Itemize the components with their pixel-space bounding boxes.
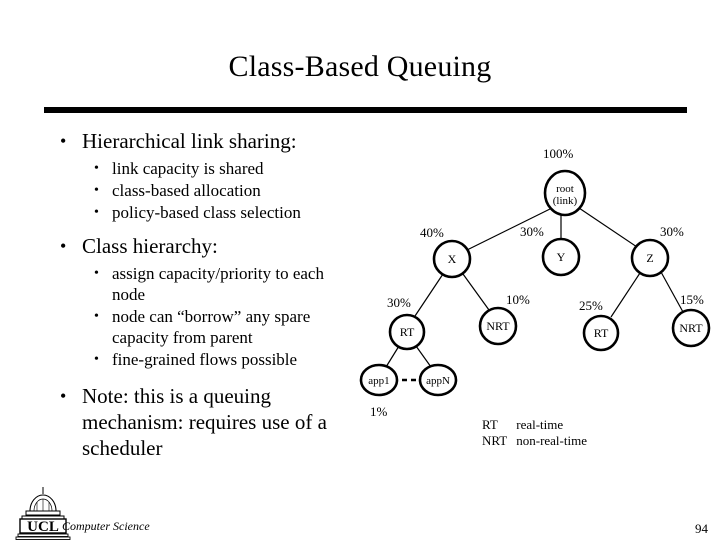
tree-node-y[interactable]: Y <box>541 237 581 277</box>
tree-node-shape <box>630 238 670 278</box>
tree-percentage-label: 10% <box>506 292 530 307</box>
page-number: 94 <box>695 521 708 536</box>
bullet-level1-hierarchical-link-sharing: • Hierarchical link sharing: <box>50 128 360 154</box>
bullet-sublist-class-hierarchy: • assign capacity/priority to each node … <box>50 263 360 370</box>
tree-edge-group <box>385 207 684 368</box>
tree-node-x-rt[interactable]: RT <box>388 313 426 351</box>
title-divider <box>44 107 687 113</box>
tree-node-label: RT <box>400 325 415 339</box>
bullet-marker-icon: • <box>94 309 99 324</box>
tree-node-shape <box>388 313 426 351</box>
tree-percentage-label: 30% <box>520 224 544 239</box>
tree-node-label: app1 <box>368 375 389 387</box>
tree-node-label: Z <box>646 251 653 265</box>
tree-node-x-nrt[interactable]: NRT <box>478 306 518 346</box>
bullet-level2-policy-based-selection: • policy-based class selection <box>50 202 360 223</box>
tree-edge-z-to-z-nrt <box>660 271 684 313</box>
tree-edge-x-rt-to-appn <box>415 345 432 368</box>
bullet-level2-link-capacity: • link capacity is shared <box>50 158 360 179</box>
bullet-level2-label: link capacity is shared <box>112 159 264 178</box>
legend-row-nrt: NRT non-real-time <box>482 433 587 449</box>
bullet-level1-label: Class hierarchy: <box>82 234 218 258</box>
bullet-marker-icon: • <box>94 205 99 220</box>
legend-value-rt: real-time <box>516 417 564 432</box>
tree-node-shape <box>418 363 458 397</box>
bullet-level2-label: fine-grained flows possible <box>112 350 298 369</box>
tree-node-z-nrt[interactable]: NRT <box>671 308 711 348</box>
tree-percentage-label: 30% <box>660 224 684 239</box>
tree-node-label: NRT <box>679 321 703 335</box>
tree-percentage-label: 25% <box>579 298 603 313</box>
tree-node-app1[interactable]: app1 <box>359 363 399 397</box>
tree-node-label: Y <box>557 250 566 264</box>
tree-percentage-label: 30% <box>387 295 411 310</box>
tree-node-shape <box>359 363 399 397</box>
tree-edge-x-to-x-nrt <box>462 273 490 311</box>
bullet-marker-icon: • <box>60 131 67 151</box>
tree-node-label: NRT <box>486 319 510 333</box>
bullet-marker-icon: • <box>94 183 99 198</box>
tree-edge-root-to-x <box>466 207 553 251</box>
bullet-level2-fine-grained-flows: • fine-grained flows possible <box>50 349 360 370</box>
tree-node-label: (link) <box>553 195 578 207</box>
tree-edge-x-to-x-rt <box>414 273 444 317</box>
tree-node-shape <box>671 308 711 348</box>
bullet-marker-icon: • <box>94 266 99 281</box>
legend-key-rt: RT <box>482 417 498 432</box>
tree-node-label: X <box>448 252 457 266</box>
tree-node-appn[interactable]: appN <box>418 363 458 397</box>
tree-node-x[interactable]: X <box>432 239 472 279</box>
bullet-level1-label: Hierarchical link sharing: <box>82 129 297 153</box>
bullet-list: • Hierarchical link sharing: • link capa… <box>50 128 360 463</box>
legend-key-nrt: NRT <box>482 433 508 448</box>
tree-node-shape <box>478 306 518 346</box>
bullet-marker-icon: • <box>94 161 99 176</box>
tree-percentage-label: 15% <box>680 292 704 307</box>
bullet-level1-class-hierarchy: • Class hierarchy: <box>50 233 360 259</box>
tree-node-z-rt[interactable]: RT <box>582 314 620 352</box>
tree-node-z[interactable]: Z <box>630 238 670 278</box>
tree-node-label: RT <box>594 326 609 340</box>
bullet-level2-node-borrow: • node can “borrow” any spare capacity f… <box>50 306 360 348</box>
tree-node-label: root <box>556 183 574 195</box>
legend-row-rt: RT real-time <box>482 417 587 433</box>
tree-node-shape <box>582 314 620 352</box>
bullet-marker-icon: • <box>60 236 67 256</box>
footer-department-label: Computer Science <box>62 519 150 533</box>
ucl-logo-text: UCL <box>27 519 59 535</box>
tree-percentage-label: 40% <box>420 225 444 240</box>
bullet-level1-label: Note: this is a queuing mechanism: requi… <box>82 384 327 460</box>
legend: RT real-time NRT non-real-time <box>482 417 587 449</box>
tree-node-shape <box>541 237 581 277</box>
bullet-level2-class-based-allocation: • class-based allocation <box>50 180 360 201</box>
ucl-logo: UCL <box>12 486 74 542</box>
bullet-level1-note-queuing-mechanism: • Note: this is a queuing mechanism: req… <box>50 383 360 461</box>
legend-table: RT real-time NRT non-real-time <box>482 417 587 449</box>
bullet-marker-icon: • <box>60 386 67 406</box>
tree-node-root[interactable]: root(link) <box>543 169 587 217</box>
bullet-level2-assign-capacity: • assign capacity/priority to each node <box>50 263 360 305</box>
bullet-sublist-link-sharing: • link capacity is shared • class-based … <box>50 158 360 223</box>
page-title: Class-Based Queuing <box>228 50 492 83</box>
tree-percentage-label: 1% <box>370 404 388 419</box>
tree-edge-x-rt-to-app1 <box>385 345 400 368</box>
bullet-marker-icon: • <box>94 352 99 367</box>
tree-percentage-label: 100% <box>543 146 574 161</box>
bullet-level2-label: class-based allocation <box>112 181 261 200</box>
tree-percentage-label-group: 100% 40% 30% 30% 30% 10% 25% 15% 1% <box>370 146 704 419</box>
tree-node-label: appN <box>426 375 450 387</box>
tree-node-group: root(link) X Y Z RT NRT RT NRT app1 appN <box>359 169 711 397</box>
class-hierarchy-tree-diagram: root(link) X Y Z RT NRT RT NRT app1 appN 100% 40% 3… <box>330 140 720 419</box>
bullet-level2-label: policy-based class selection <box>112 203 301 222</box>
legend-value-nrt: non-real-time <box>516 433 587 448</box>
tree-edge-root-to-z <box>578 207 638 248</box>
tree-node-shape <box>543 169 587 217</box>
bullet-level2-label: node can “borrow” any spare capacity fro… <box>112 307 311 347</box>
tree-node-shape <box>432 239 472 279</box>
tree-edge-z-to-z-rt <box>610 272 641 318</box>
bullet-level2-label: assign capacity/priority to each node <box>112 264 324 304</box>
